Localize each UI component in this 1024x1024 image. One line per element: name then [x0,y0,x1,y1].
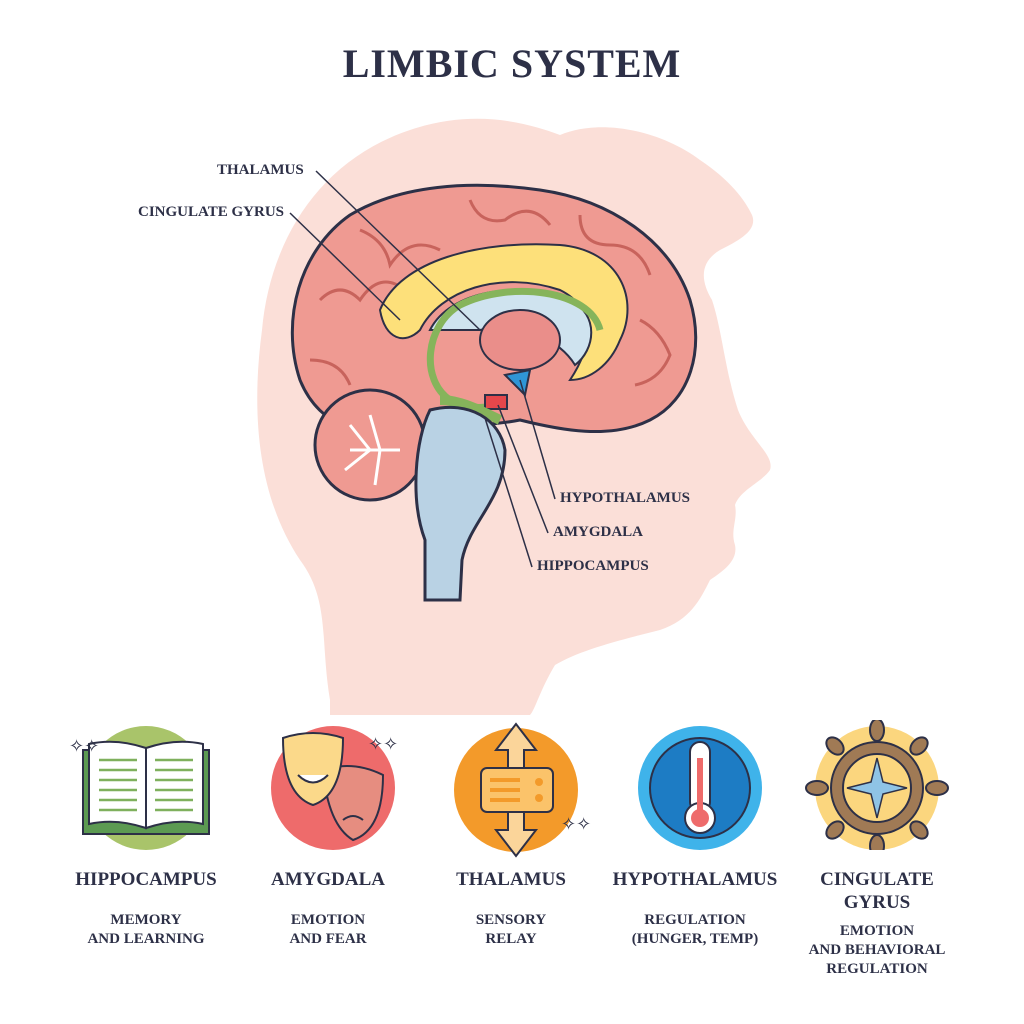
cingulate-gyrus-shape [378,243,629,382]
svg-text:✧✧: ✧✧ [69,736,99,756]
card-desc-line: REGULATION [644,912,746,928]
card-hippocampus: ✧✧ HIPPOCAMPUS MEMORY AND LEARNING [56,720,236,949]
label-thalamus: THALAMUS [217,162,304,178]
ship-wheel-compass-icon [805,720,949,850]
card-desc-line: REGULATION [826,961,928,977]
label-amygdala: AMYGDALA [553,524,643,540]
card-amygdala: ✧✧ AMYGDALA EMOTION AND FEAR [238,720,418,949]
card-desc-line: AND FEAR [289,931,367,947]
card-title: AMYGDALA [271,869,385,890]
book-icon: ✧✧ [69,726,210,850]
card-desc-line: AND BEHAVIORAL [808,942,946,958]
head-brain-illustration [257,118,771,716]
hypothalamus-shape [502,368,532,398]
page-title: LIMBIC SYSTEM [342,41,682,86]
amygdala-shape [484,394,508,410]
card-title-line: CINGULATE [820,869,934,890]
label-hypothalamus: HYPOTHALAMUS [560,490,691,506]
card-desc-line: MEMORY [110,912,182,928]
card-desc-line: AND LEARNING [87,931,205,947]
card-desc-line: (HUNGER, TEMP) [631,931,759,947]
thalamus-shape [479,309,561,371]
relay-arrows-icon: ✧✧ [454,722,591,858]
card-desc-line: EMOTION [290,912,366,928]
brainstem [414,405,507,602]
theater-masks-icon: ✧✧ [271,726,398,850]
card-title-line: GYRUS [843,892,911,913]
card-desc-line: EMOTION [839,923,915,939]
svg-text:✧✧: ✧✧ [561,814,591,834]
cerebellum [313,388,427,502]
hippocampus-shape [439,395,503,425]
thermometer-icon [638,726,762,850]
card-title: HYPOTHALAMUS [612,869,778,890]
card-title: HIPPOCAMPUS [75,869,217,890]
card-thalamus: ✧✧ THALAMUS SENSORY RELAY [421,720,601,949]
svg-text:✧✧: ✧✧ [368,734,398,754]
label-hippocampus: HIPPOCAMPUS [537,558,649,574]
card-title: THALAMUS [456,869,566,890]
card-desc-line: SENSORY [475,912,547,928]
card-hypothalamus: HYPOTHALAMUS REGULATION (HUNGER, TEMP) [605,720,785,949]
label-cingulate-gyrus: CINGULATE GYRUS [138,204,284,220]
card-desc-line: RELAY [485,931,537,947]
